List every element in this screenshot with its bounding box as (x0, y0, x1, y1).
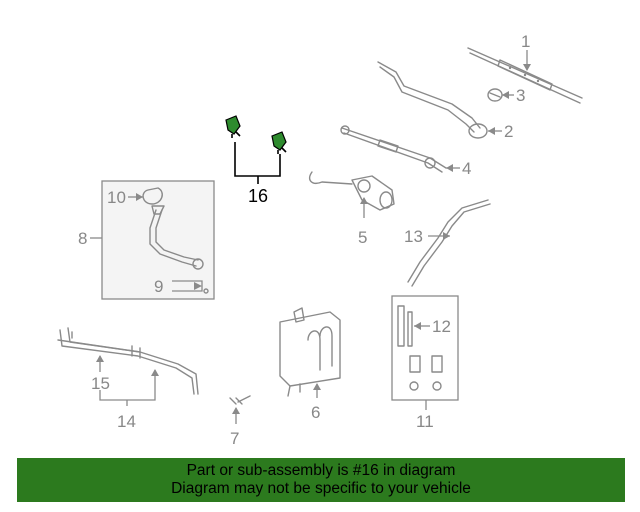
part-16-washer-nozzles: 16 (225, 115, 287, 206)
part-8-hose-group: 8 10 9 (78, 180, 215, 300)
callout-9: 9 (154, 277, 163, 296)
callout-13: 13 (404, 227, 423, 246)
part-5-wiper-motor: 5 (308, 171, 395, 247)
callout-2: 2 (504, 122, 513, 141)
callout-1: 1 (521, 32, 530, 51)
callout-10: 10 (107, 188, 126, 207)
callout-14: 14 (117, 412, 136, 431)
banner-line-1: Part or sub-assembly is #16 in diagram (186, 462, 456, 479)
part-13-hose: 13 (404, 199, 491, 287)
callout-8: 8 (78, 229, 87, 248)
callout-7: 7 (230, 429, 239, 448)
part-6-reservoir: 6 (279, 307, 341, 422)
callout-15: 15 (91, 374, 110, 393)
callout-11: 11 (416, 412, 434, 431)
part-2-wiper-arm: 2 (377, 61, 513, 141)
callout-6: 6 (311, 403, 320, 422)
part-1-wiper-blade: 1 (467, 32, 583, 104)
banner-line-2: Diagram may not be specific to your vehi… (171, 480, 471, 497)
part-11-nozzle-kit: 11 12 (391, 295, 459, 431)
callout-3: 3 (516, 86, 525, 105)
callout-12: 12 (432, 317, 451, 336)
callout-5: 5 (358, 228, 367, 247)
info-banner: Part or sub-assembly is #16 in diagram D… (17, 458, 625, 502)
callout-16: 16 (248, 186, 268, 206)
part-14-15-hoses: 15 14 (57, 327, 199, 431)
callout-4: 4 (462, 159, 471, 178)
part-4-linkage: 4 (340, 125, 471, 178)
part-3-cap: 3 (487, 86, 525, 105)
part-7-bolt: 7 (229, 395, 251, 448)
